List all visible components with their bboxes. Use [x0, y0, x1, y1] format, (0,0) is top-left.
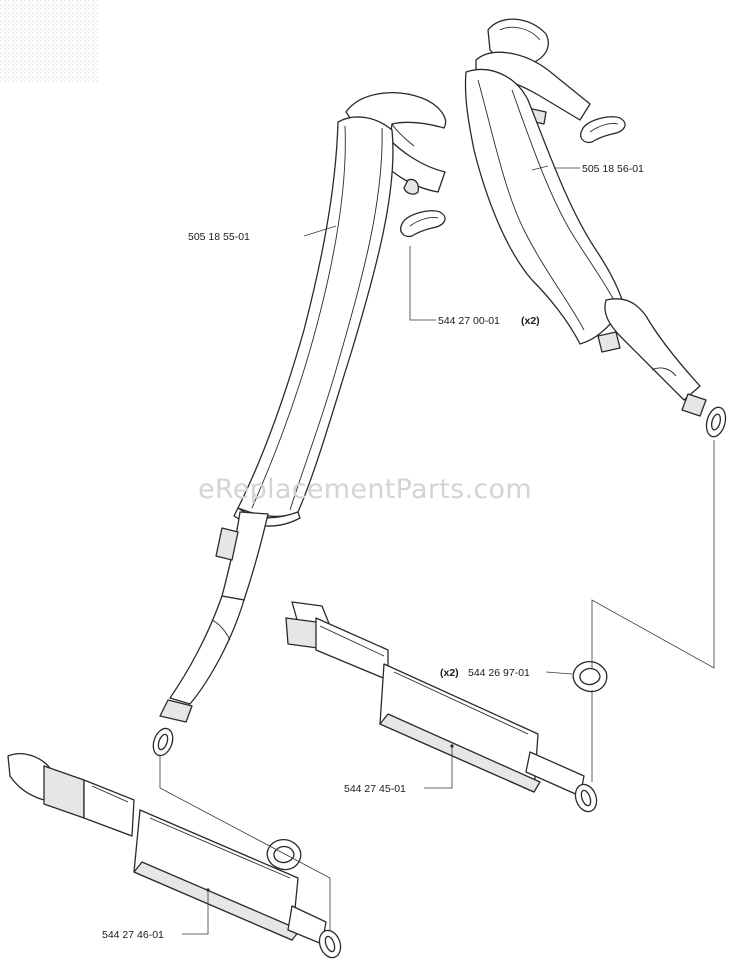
scan-noise-corner — [0, 0, 98, 82]
label-shoulder-pad-right: 505 18 56-01 — [582, 163, 644, 175]
anchor-dot — [450, 744, 454, 748]
clip-part-right — [580, 116, 626, 144]
anchor-dot — [206, 888, 210, 892]
hip-belt-left — [7, 753, 342, 959]
label-shoulder-pad-left: 505 18 55-01 — [188, 231, 250, 243]
label-clip: 544 27 00-01 — [438, 315, 500, 327]
label-ring-qty: (x2) — [440, 667, 459, 679]
label-clip-qty: (x2) — [521, 315, 540, 327]
label-ring: 544 26 97-01 — [468, 667, 530, 679]
shoulder-strap-right — [464, 18, 727, 438]
clip-part — [400, 210, 446, 238]
ring-part-left — [266, 839, 302, 871]
hip-belt-right — [285, 601, 598, 813]
ring-part — [572, 661, 608, 693]
watermark-text: eReplacementParts.com — [198, 474, 532, 505]
shoulder-strap-left — [152, 92, 447, 757]
label-hip-belt-right: 544 27 45-01 — [344, 783, 406, 795]
leader-lines — [159, 165, 715, 935]
label-hip-belt-left: 544 27 46-01 — [102, 929, 164, 941]
